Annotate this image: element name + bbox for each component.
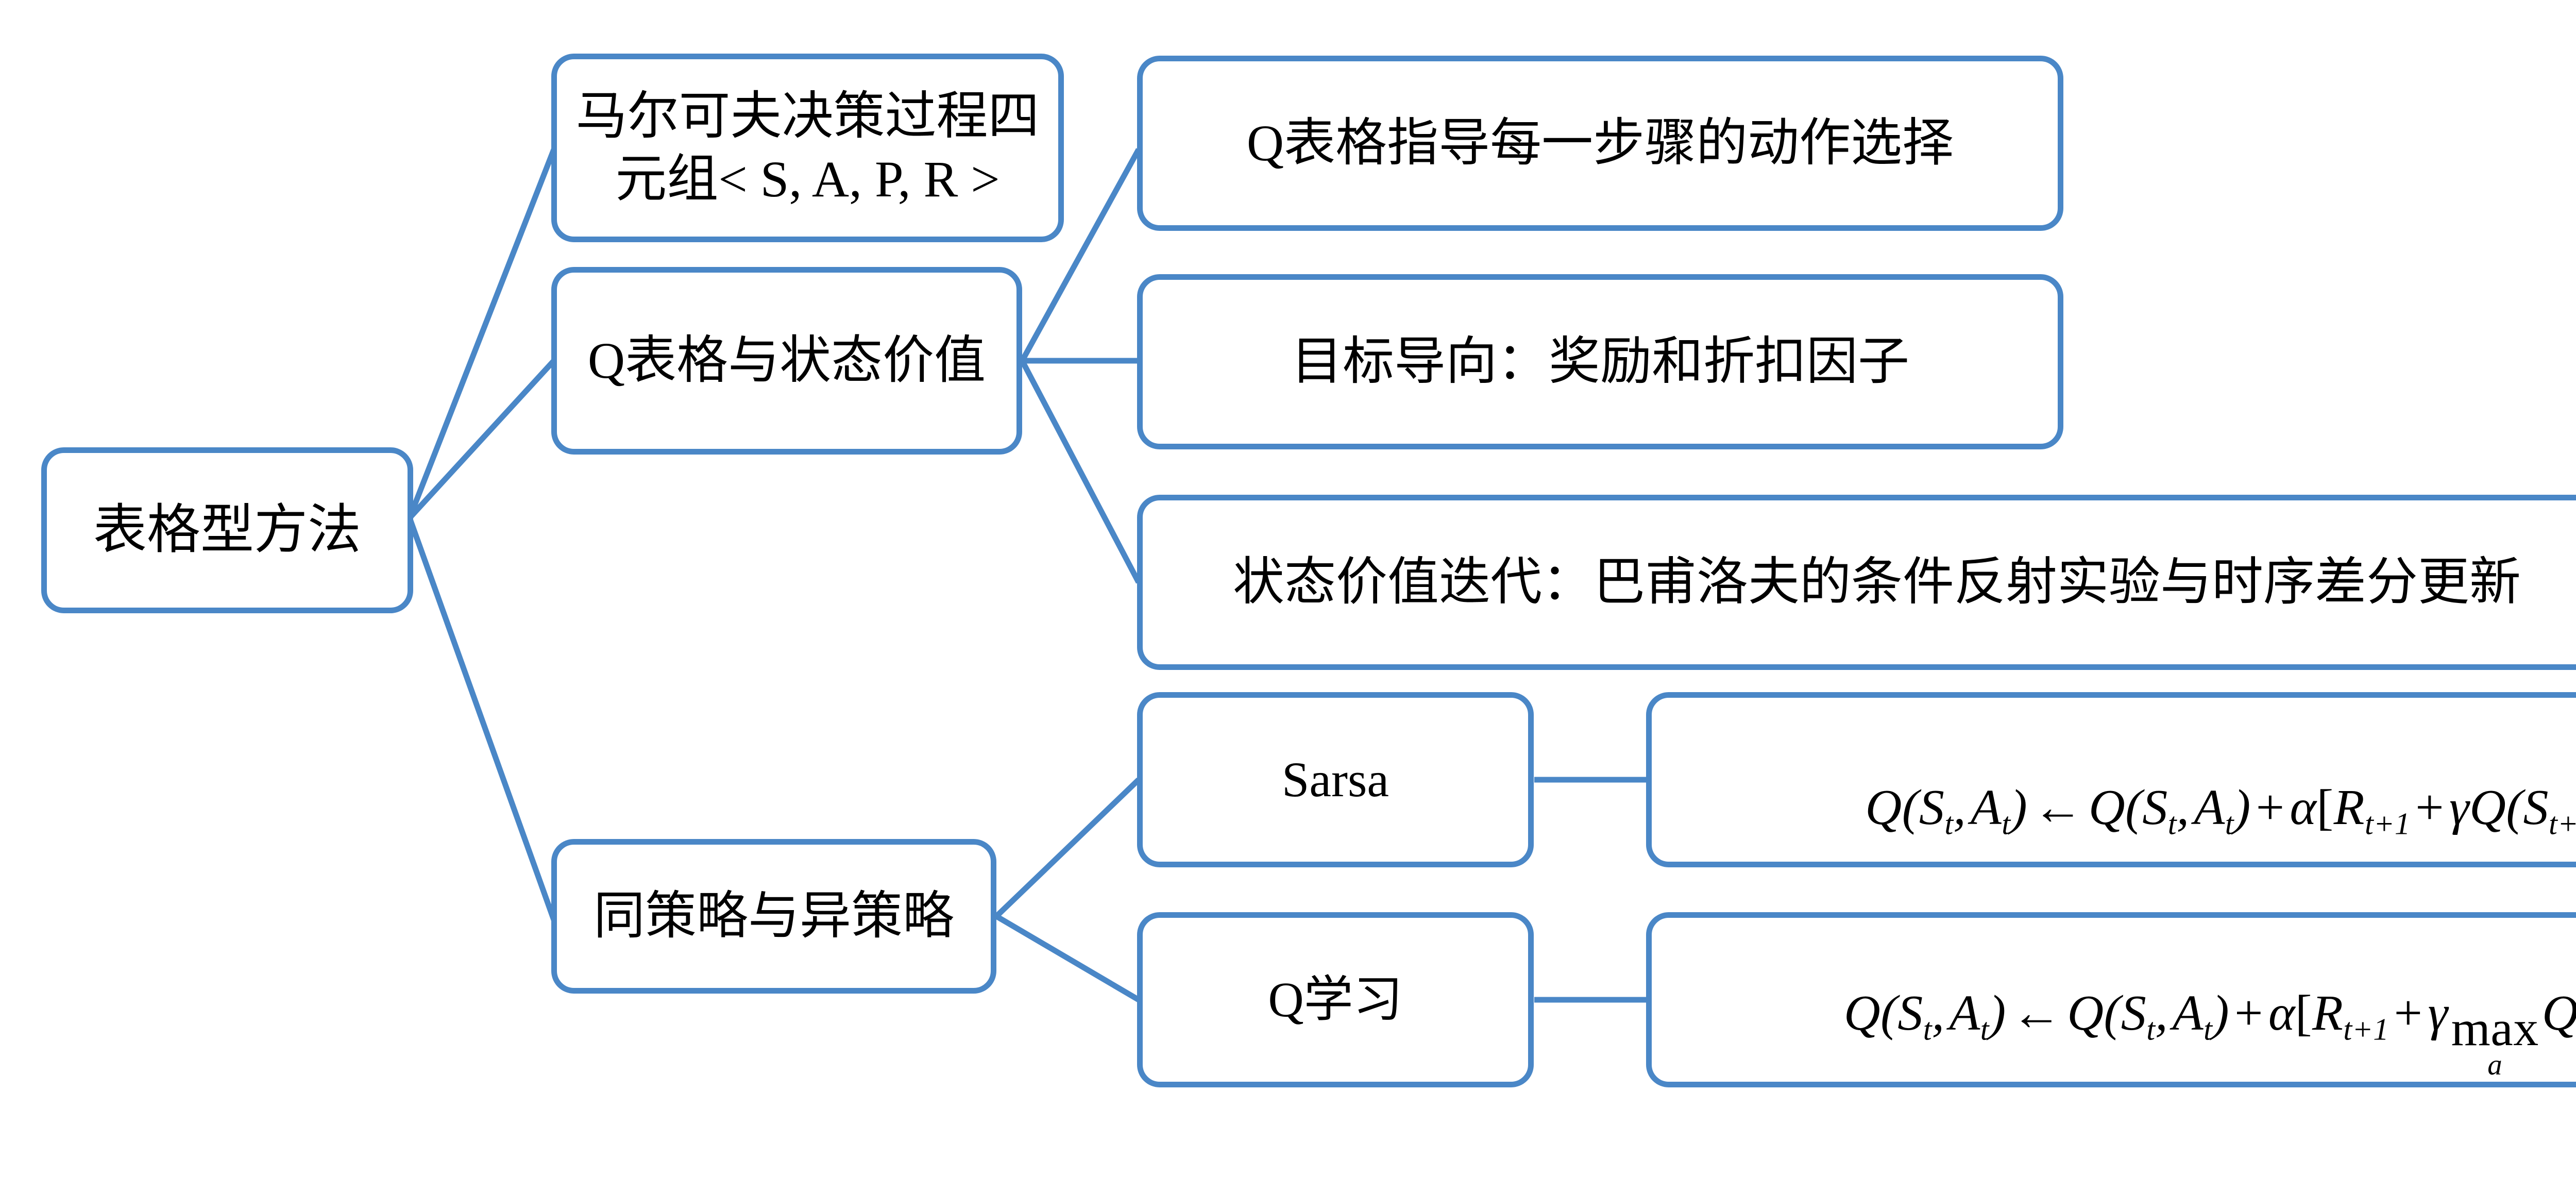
- node-q-table-guides-action-selection[interactable]: Q表格指导每一步骤的动作选择: [1137, 56, 2063, 231]
- node-markov-decision-process-label: 马尔可夫决策过程四 元组< S, A, P, R >: [575, 88, 1040, 208]
- node-goal-oriented-reward-discount-label: 目标导向：奖励和折扣因子: [1291, 333, 1909, 390]
- node-state-value-iteration-pavlov-td[interactable]: 状态价值迭代：巴甫洛夫的条件反射实验与时序差分更新: [1137, 495, 2576, 670]
- node-sarsa-label: Sarsa: [1282, 752, 1389, 808]
- edge-policy-to-sarsa: [994, 778, 1141, 918]
- sarsa-update-equation: Q(St, At)←Q(St, At)+α[Rt+1+γQ(St+1, At+1…: [1865, 780, 2576, 842]
- node-sarsa-formula[interactable]: Q(St, At)←Q(St, At)+α[Rt+1+γQ(St+1, At+1…: [1646, 692, 2576, 867]
- edge-root-to-qtable: [407, 359, 556, 520]
- node-root[interactable]: 表格型方法: [41, 447, 413, 613]
- node-on-policy-off-policy-label: 同策略与异策略: [594, 887, 954, 945]
- node-q-learning[interactable]: Q学习: [1137, 912, 1534, 1087]
- node-q-table-and-state-value[interactable]: Q表格与状态价值: [551, 267, 1022, 455]
- node-q-table-and-state-value-label: Q表格与状态价值: [587, 332, 986, 389]
- node-markov-decision-process[interactable]: 马尔可夫决策过程四 元组< S, A, P, R >: [551, 54, 1064, 242]
- node-goal-oriented-reward-discount[interactable]: 目标导向：奖励和折扣因子: [1137, 274, 2063, 449]
- node-q-learning-formula[interactable]: Q(St, At)←Q(St, At)+α[Rt+1+γmaxaQ(St+1, …: [1646, 912, 2576, 1087]
- q-learning-update-equation: Q(St, At)←Q(St, At)+α[Rt+1+γmaxaQ(St+1, …: [1843, 985, 2576, 1081]
- node-state-value-iteration-pavlov-td-label: 状态价值迭代：巴甫洛夫的条件反射实验与时序差分更新: [1233, 553, 2521, 611]
- node-sarsa[interactable]: Sarsa: [1137, 692, 1534, 867]
- node-q-table-guides-action-selection-label: Q表格指导每一步骤的动作选择: [1246, 114, 1954, 172]
- node-q-learning-label: Q学习: [1268, 972, 1403, 1028]
- edge-root-to-mdp: [406, 148, 557, 519]
- edge-policy-to-qlearning: [995, 914, 1140, 1002]
- edge-qtable-to-q3: [1020, 359, 1141, 584]
- node-on-policy-off-policy[interactable]: 同策略与异策略: [551, 839, 996, 994]
- node-root-label: 表格型方法: [93, 500, 361, 560]
- edge-root-to-policy: [406, 517, 557, 921]
